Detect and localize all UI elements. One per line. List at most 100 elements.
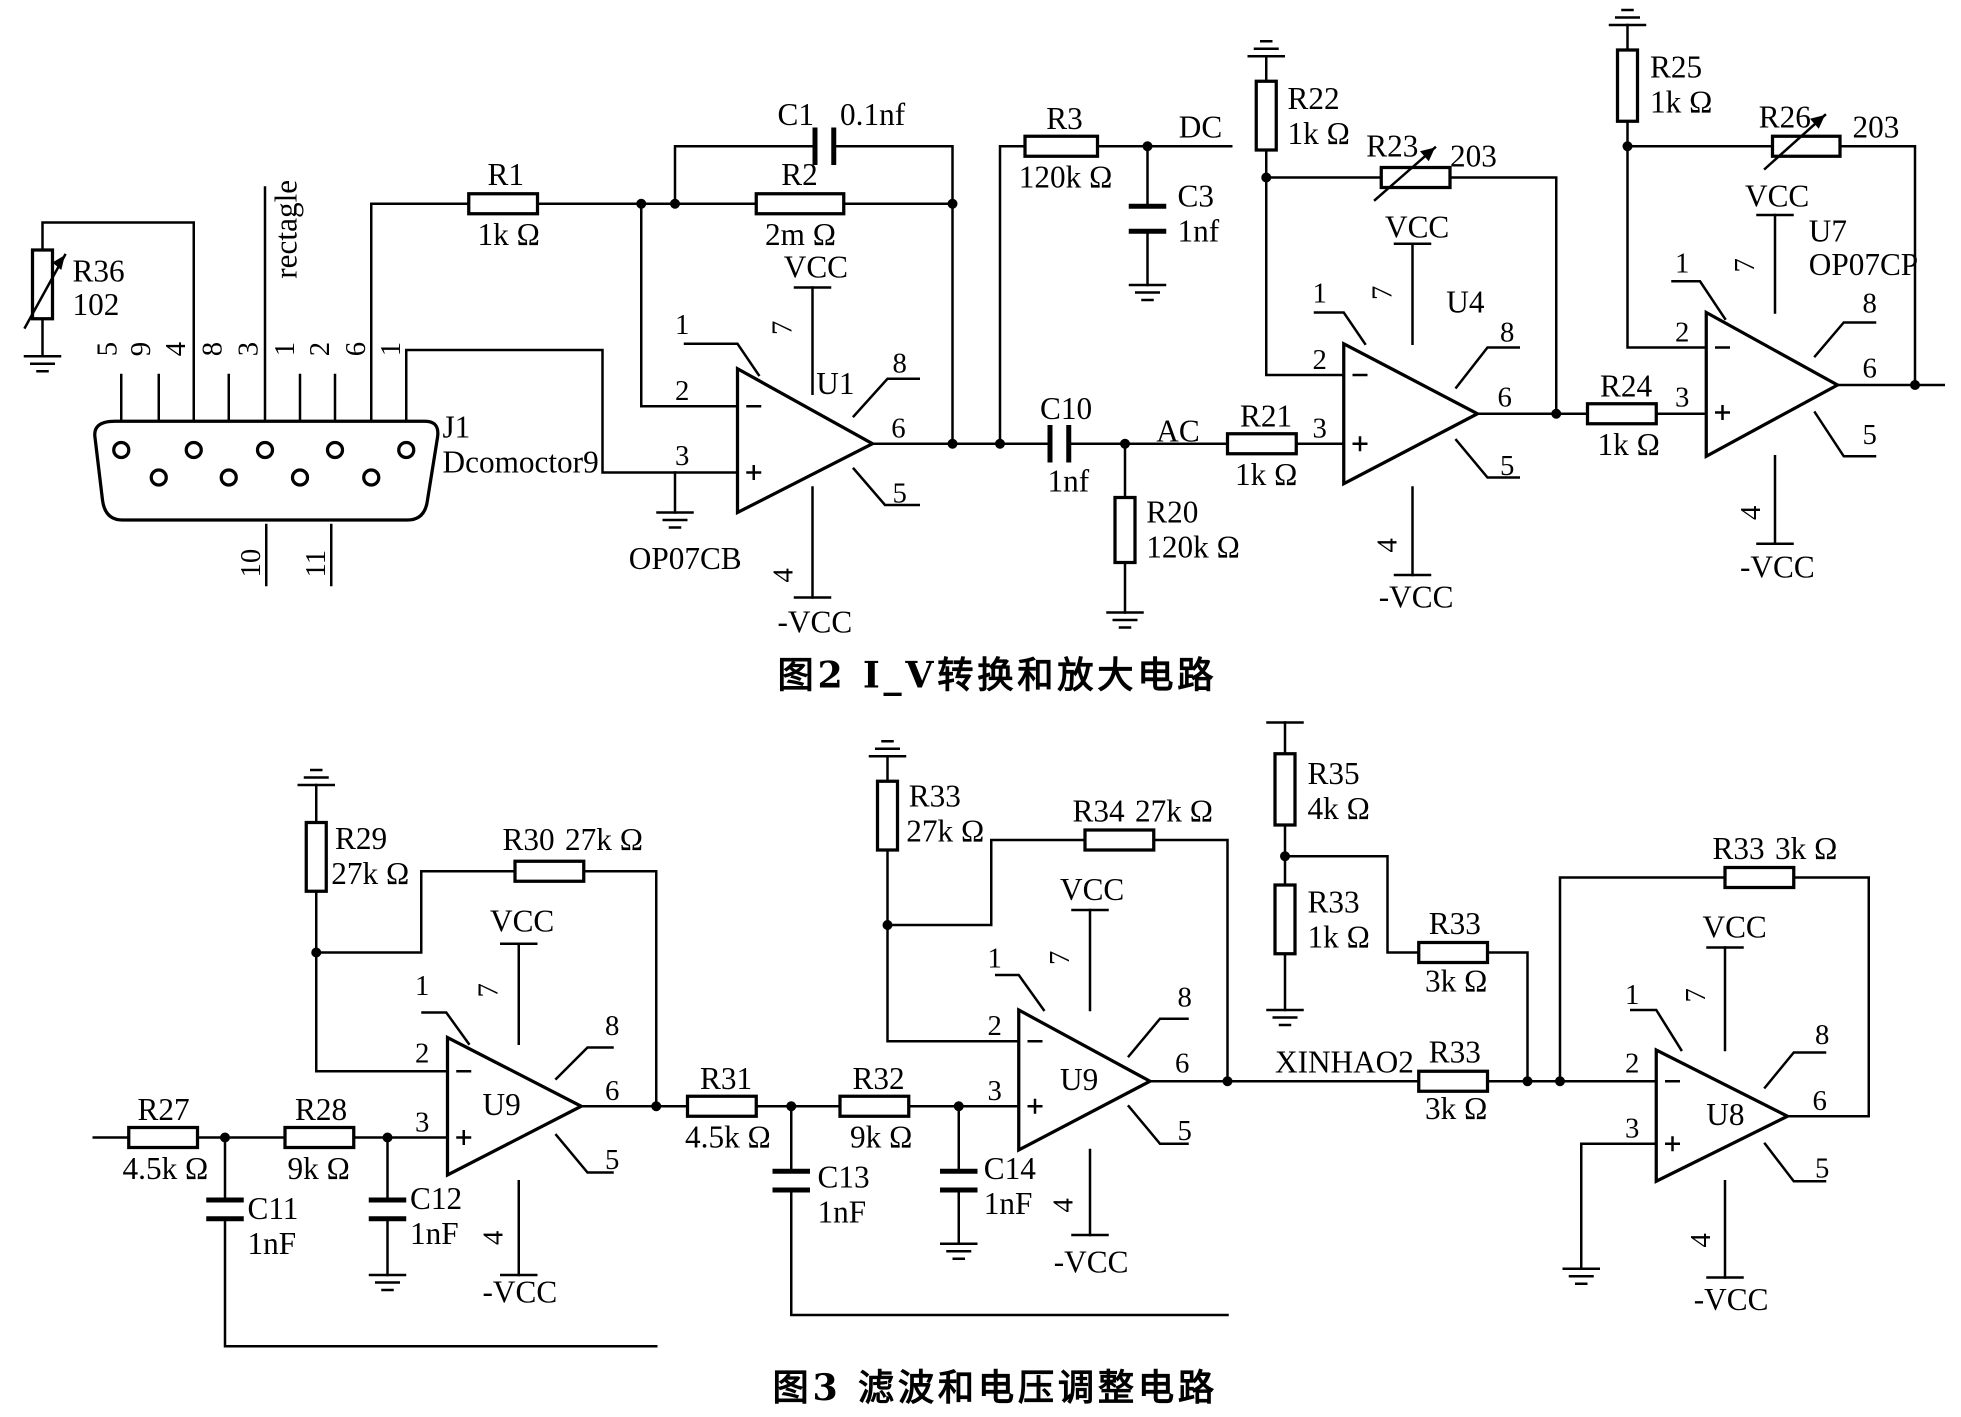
r31-value: 4.5k Ω <box>685 1120 771 1155</box>
pin-label: 7 <box>473 983 505 997</box>
c10-value: 1nf <box>1048 463 1090 498</box>
pin-label: 2 <box>1625 1048 1639 1080</box>
pin-label: 2 <box>415 1038 429 1070</box>
pin-label: 8 <box>1815 1019 1829 1051</box>
r28-resistor <box>283 1125 356 1150</box>
pin-label: 6 <box>1175 1048 1189 1080</box>
ground-symbol <box>1562 1267 1600 1285</box>
vcc-label: VCC <box>1703 910 1767 945</box>
connector-signal-label: rectagle <box>268 180 303 279</box>
r32-resistor <box>838 1094 911 1118</box>
c14-capacitor <box>940 1168 978 1193</box>
j1-pin-label: 6 <box>340 342 372 356</box>
r25-ref: R25 <box>1650 50 1702 85</box>
r33-resistor <box>1723 865 1796 890</box>
r20-resistor <box>1113 495 1137 565</box>
c13-value: 1nF <box>818 1195 867 1230</box>
j1-name: Dcomoctor9 <box>443 445 599 480</box>
r23-ref: R23 <box>1366 128 1418 163</box>
pin-label: 3 <box>1675 381 1689 413</box>
ground-symbol <box>868 740 907 758</box>
r33-ref: R33 <box>1713 831 1765 866</box>
j1-ref: J1 <box>443 410 471 445</box>
r3-resistor <box>1023 134 1100 158</box>
r30-ref: R30 <box>503 822 555 857</box>
vcc-label: VCC <box>784 250 848 285</box>
u7-ref: U7 <box>1809 213 1847 248</box>
r24-resistor <box>1585 402 1658 426</box>
r35-value: 4k Ω <box>1308 791 1370 826</box>
pin-label: 3 <box>1625 1113 1639 1145</box>
r32-value: 9k Ω <box>850 1120 912 1155</box>
pin-label: 1 <box>1625 979 1639 1011</box>
pin-label: 6 <box>1813 1085 1827 1117</box>
junction-dots <box>220 851 1565 1143</box>
r26-ref: R26 <box>1759 100 1811 135</box>
r22-resistor <box>1254 79 1278 152</box>
pin-label: 2 <box>988 1010 1002 1042</box>
r26-resistor <box>1770 134 1842 158</box>
r33-resistor <box>1417 940 1490 965</box>
r33-resistor <box>875 779 900 852</box>
r33-ref: R33 <box>909 778 961 813</box>
r3-ref: R3 <box>1046 101 1082 136</box>
pin-label: 4 <box>1048 1198 1080 1212</box>
j1-pin-label: 11 <box>300 550 332 578</box>
ground-symbol <box>368 1273 407 1292</box>
r20-ref: R20 <box>1146 495 1198 530</box>
c12-value: 1nF <box>410 1216 459 1251</box>
r20-value: 120k Ω <box>1146 530 1240 565</box>
r33-value: 27k Ω <box>906 813 984 848</box>
j1-pin-label: 5 <box>91 342 123 356</box>
pin-label: 6 <box>605 1075 619 1107</box>
pin-label: 4 <box>1371 538 1403 552</box>
j1-pin-holes <box>112 440 416 487</box>
r27-resistor <box>127 1125 200 1150</box>
r31-ref: R31 <box>700 1061 752 1096</box>
fig3-labels: R27 4.5k Ω R28 9k Ω C11 1nF C12 1nF R29 … <box>123 756 1838 1409</box>
r24-value: 1k Ω <box>1598 427 1660 462</box>
r27-ref: R27 <box>138 1092 190 1127</box>
fig2-labels: R36 102 rectagle 5 9 4 8 3 1 2 6 1 10 11… <box>73 50 1919 697</box>
r27-value: 4.5k Ω <box>123 1151 209 1186</box>
fig2-wires <box>41 23 1945 614</box>
r26-value: 203 <box>1853 110 1900 145</box>
r2-value: 2m Ω <box>765 217 836 252</box>
pin-label: 1 <box>415 970 429 1002</box>
j1-connector-body <box>93 419 440 522</box>
c12-capacitor <box>368 1197 407 1222</box>
r31-resistor <box>685 1094 758 1118</box>
pin-label: 7 <box>1729 258 1761 272</box>
u9-ref: U9 <box>483 1087 521 1122</box>
r30-resistor <box>513 859 586 883</box>
r22-ref: R22 <box>1288 81 1340 116</box>
r25-value: 1k Ω <box>1650 85 1712 120</box>
pin-label: 1 <box>675 309 689 341</box>
pin-label: 8 <box>605 1010 619 1042</box>
pin-label: 7 <box>1366 286 1398 300</box>
r36-resistor <box>30 248 55 321</box>
c1-value: 0.1nf <box>840 97 906 132</box>
r33-resistor <box>1417 1069 1490 1093</box>
u7-opamp <box>1704 309 1841 459</box>
c3-capacitor <box>1128 203 1167 234</box>
c11-ref: C11 <box>248 1191 299 1226</box>
r1-value: 1k Ω <box>478 217 540 252</box>
schematic-drawing: R36 102 rectagle 5 9 4 8 3 1 2 6 1 10 11… <box>23 8 1945 1409</box>
pin-label: 3 <box>988 1075 1002 1107</box>
r29-ref: R29 <box>335 821 387 856</box>
r35-resistor <box>1273 752 1297 827</box>
vee-label: -VCC <box>1740 550 1815 585</box>
c1-ref: C1 <box>778 97 814 132</box>
vee-label: -VCC <box>483 1275 558 1310</box>
figure3-caption: 图3 滤波和电压调整电路 <box>773 1366 1218 1409</box>
ground-symbol <box>656 511 694 529</box>
u1-part: OP07CB <box>629 541 742 576</box>
u4-ref: U4 <box>1446 285 1485 320</box>
j1-pin-label: 2 <box>304 342 336 356</box>
r29-value: 27k Ω <box>331 856 409 891</box>
pin-label: 7 <box>1044 951 1076 965</box>
c3-ref: C3 <box>1178 178 1214 213</box>
pin-label: 4 <box>1735 506 1767 520</box>
